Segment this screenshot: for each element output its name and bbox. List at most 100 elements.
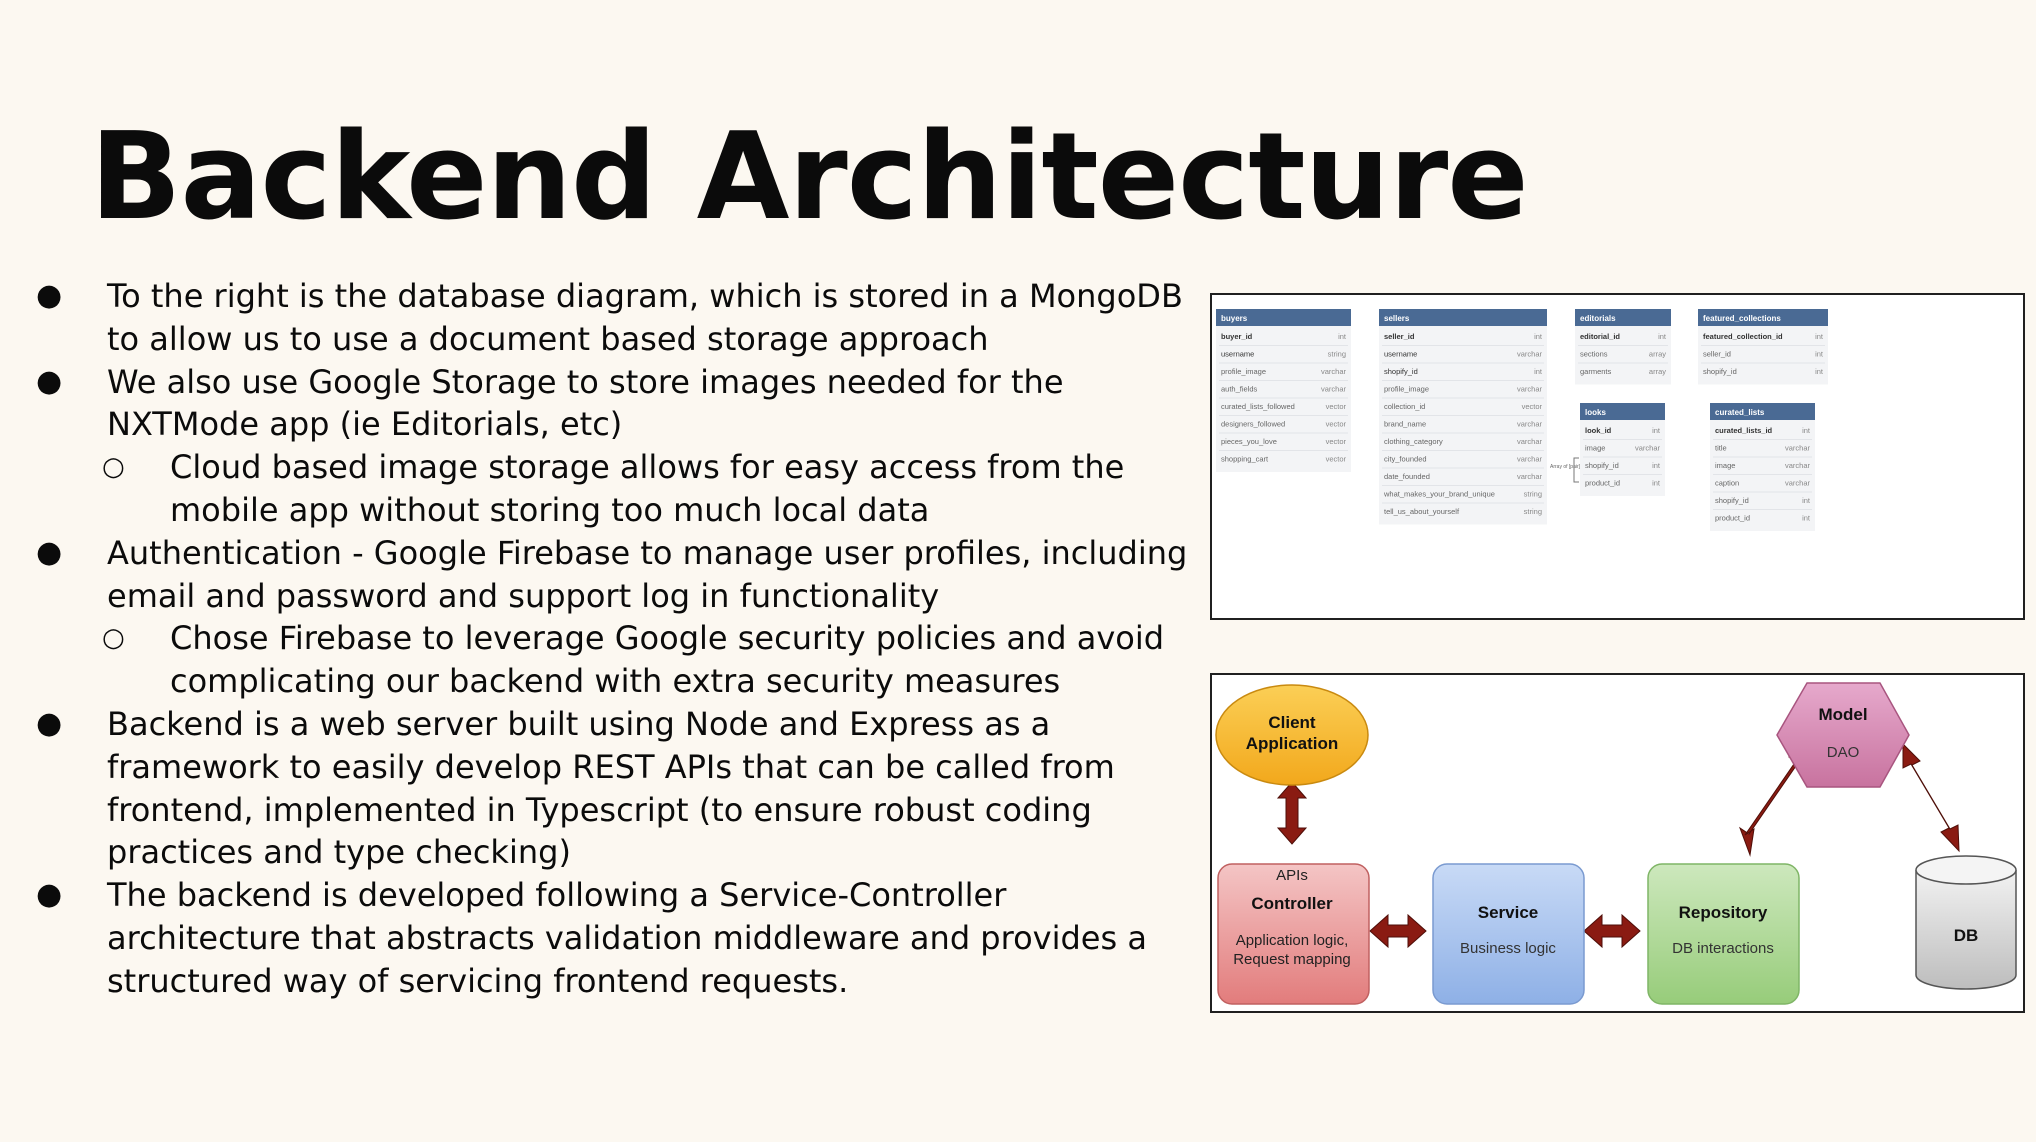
field-type: varchar [1517,420,1543,429]
relation-note: Array of [pair] [1550,464,1581,470]
bullet-text: Chose Firebase to leverage Google securi… [170,619,1165,701]
bullet-text: Cloud based image storage allows for eas… [170,448,1125,529]
field-type: varchar [1321,367,1347,376]
bullet-list: ● To the right is the database diagram, w… [30,275,1200,1003]
model-db-arrow [1902,742,1960,853]
field-name: shopify_id [1715,496,1749,505]
field-type: int [1534,367,1543,376]
field-type: string [1524,507,1542,516]
client-label-line2: Application [1246,734,1339,753]
db-title: DB [1954,926,1979,945]
bullet-text: We also use Google Storage to store imag… [107,362,1064,444]
field-type: int [1658,332,1667,341]
field-name: look_id [1585,426,1612,435]
field-type: varchar [1517,350,1543,359]
field-name: tell_us_about_yourself [1384,507,1460,516]
field-type: int [1802,426,1811,435]
filled-bullet-icon: ● [36,534,63,570]
field-name: caption [1715,479,1739,488]
field-type: int [1815,350,1824,359]
bullet-text: Backend is a web server built using Node… [107,704,1115,872]
field-name: shopify_id [1703,367,1737,376]
controller-node [1217,863,1370,1005]
bullet-text: The backend is developed following a Ser… [107,876,1147,1000]
field-type: varchar [1785,444,1811,453]
client-label-line1: Client [1268,713,1316,732]
field-name: editorial_id [1580,332,1620,341]
field-type: vector [1326,437,1347,446]
client-controller-arrow [1276,781,1308,845]
client-application-node [1215,684,1369,786]
bullet-item: ●We also use Google Storage to store ima… [30,361,1200,447]
field-name: shopify_id [1384,367,1418,376]
field-name: garments [1580,367,1612,376]
hollow-bullet-icon: ○ [102,623,125,654]
controller-desc-line1: Application logic, [1236,932,1349,949]
architecture-diagram-panel: Client Application APIs Controller Appli… [1210,673,2025,1013]
apis-label: APIs [1276,867,1308,884]
sub-bullet-item: ○Cloud based image storage allows for ea… [30,446,1200,532]
slide-title: Backend Architecture [90,108,1529,247]
field-name: what_makes_your_brand_unique [1383,490,1495,499]
field-name: designers_followed [1221,420,1285,429]
controller-title: Controller [1251,894,1333,913]
controller-desc-line2: Request mapping [1233,951,1351,968]
table-title: looks [1585,408,1606,417]
field-name: featured_collection_id [1703,332,1783,341]
relation-bracket [1573,457,1579,483]
field-name: seller_id [1703,350,1731,359]
table-title: sellers [1384,314,1410,323]
bullet-item: ●To the right is the database diagram, w… [30,275,1200,361]
bullet-text: To the right is the database diagram, wh… [107,277,1183,358]
field-name: buyer_id [1221,332,1253,341]
service-title: Service [1478,903,1539,922]
field-type: int [1802,514,1811,523]
table-featured-collections: featured_collectionsfeatured_collection_… [1698,309,1828,385]
field-type: int [1652,461,1661,470]
field-type: varchar [1321,385,1347,394]
field-type: int [1815,332,1824,341]
field-name: shopify_id [1585,461,1619,470]
field-name: profile_image [1221,367,1266,376]
field-name: image [1585,444,1605,453]
field-name: product_id [1715,514,1750,523]
service-node [1432,863,1585,1005]
architecture-diagram: Client Application APIs Controller Appli… [1215,682,2017,1005]
field-type: vector [1326,420,1347,429]
model-subtitle: DAO [1827,744,1860,761]
field-type: int [1534,332,1543,341]
table-title: curated_lists [1715,408,1765,417]
field-type: string [1524,490,1542,499]
service-repository-arrow [1583,913,1641,949]
field-name: date_founded [1384,472,1430,481]
field-name: product_id [1585,479,1620,488]
filled-bullet-icon: ● [36,705,63,741]
field-type: int [1802,496,1811,505]
field-type: varchar [1517,385,1543,394]
db-node [1915,855,2017,990]
field-name: seller_id [1384,332,1415,341]
field-name: shopping_cart [1221,455,1269,464]
field-name: pieces_you_love [1221,437,1277,446]
field-type: vector [1326,455,1347,464]
filled-bullet-icon: ● [36,877,63,913]
field-name: title [1715,444,1727,453]
field-name: collection_id [1384,402,1425,411]
field-type: vector [1522,402,1543,411]
repository-subtitle: DB interactions [1672,940,1774,957]
field-name: image [1715,461,1735,470]
bullet-item: ● Backend is a web server built using Nod… [30,703,1200,874]
field-name: city_founded [1384,455,1427,464]
bullet-item: ● The backend is developed following a Se… [30,874,1200,1002]
field-type: varchar [1785,461,1811,470]
field-name: username [1384,350,1417,359]
field-type: varchar [1635,444,1661,453]
field-type: vector [1326,402,1347,411]
controller-service-arrow [1369,913,1427,949]
field-type: int [1338,332,1347,341]
service-subtitle: Business logic [1460,940,1556,957]
